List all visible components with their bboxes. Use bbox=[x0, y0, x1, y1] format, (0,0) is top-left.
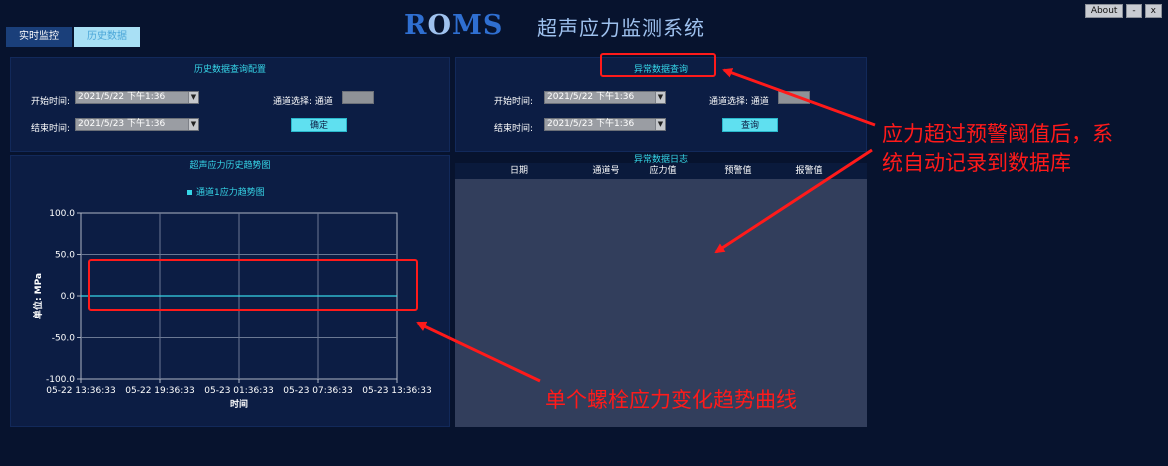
abnormal-query-panel: 异常数据查询 开始时间: 2021/5/22 下午1:36 ▼ 通道选择: 通道… bbox=[455, 57, 867, 152]
about-button[interactable]: About bbox=[1084, 4, 1124, 18]
abnormal-end-time-value: 2021/5/23 下午1:36 bbox=[547, 119, 635, 129]
trend-chart-panel: 超声应力历史趋势图 通道1应力趋势图 100.0 50.0 0.0 -50.0 -100.… bbox=[10, 155, 450, 427]
start-time-value: 2021/5/22 下午1:36 bbox=[78, 92, 166, 102]
annotation-highlight-trend-line bbox=[88, 259, 418, 311]
query-button[interactable]: 查询 bbox=[722, 118, 778, 132]
abnormal-log-title: 异常数据日志 bbox=[633, 155, 688, 165]
app-title: 超声应力监测系统 bbox=[537, 16, 705, 40]
y-tick-label: 0.0 bbox=[61, 292, 76, 302]
roms-logo: ROMS bbox=[404, 10, 504, 41]
channel-select[interactable] bbox=[342, 91, 374, 104]
history-query-title: 历史数据查询配置 bbox=[193, 65, 266, 75]
abnormal-end-time-dropdown[interactable]: 2021/5/23 下午1:36 ▼ bbox=[544, 118, 666, 131]
trend-chart-title: 超声应力历史趋势图 bbox=[189, 161, 271, 171]
x-axis-label: 时间 bbox=[230, 398, 248, 410]
end-time-dropdown[interactable]: 2021/5/23 下午1:36 ▼ bbox=[75, 118, 199, 131]
minimize-button[interactable]: - bbox=[1126, 4, 1142, 18]
y-axis-label: 单位: MPa bbox=[32, 273, 44, 319]
column-header-channel[interactable]: 通道号 bbox=[592, 166, 620, 176]
column-header-alarm[interactable]: 报警值 bbox=[795, 166, 823, 176]
y-tick-label: -50.0 bbox=[52, 334, 76, 344]
close-button[interactable]: x bbox=[1144, 4, 1162, 18]
start-time-label: 开始时间: bbox=[31, 97, 71, 107]
start-time-dropdown[interactable]: 2021/5/22 下午1:36 ▼ bbox=[75, 91, 199, 104]
legend-label: 通道1应力趋势图 bbox=[196, 186, 265, 198]
column-header-stress[interactable]: 应力值 bbox=[649, 166, 677, 176]
x-tick-label: 05-22 13:36:33 bbox=[46, 386, 115, 396]
tab-history-data[interactable]: 历史数据 bbox=[74, 27, 140, 47]
title-bar: ROMS 超声应力监测系统 bbox=[0, 0, 1168, 50]
x-tick-label: 05-23 07:36:33 bbox=[283, 386, 352, 396]
y-tick-label: 100.0 bbox=[49, 209, 75, 219]
annotation-highlight-abnormal-title bbox=[600, 53, 716, 77]
x-tick-label: 05-22 19:36:33 bbox=[125, 386, 194, 396]
trend-chart: 通道1应力趋势图 100.0 50.0 0.0 -50.0 -100.005-22 13:… bbox=[32, 186, 432, 410]
abnormal-start-time-label: 开始时间: bbox=[494, 97, 534, 107]
tab-realtime-monitor[interactable]: 实时监控 bbox=[6, 27, 72, 47]
annotation-text-bottom: 单个螺栓应力变化趋势曲线 bbox=[545, 388, 797, 412]
annotation-text-right-1: 应力超过预警阈值后，系 bbox=[882, 122, 1113, 146]
channel-select-label: 通道选择: 通道 bbox=[273, 97, 333, 107]
annotation-text-right-2: 统自动记录到数据库 bbox=[882, 151, 1071, 175]
column-header-date[interactable]: 日期 bbox=[509, 166, 528, 176]
confirm-button[interactable]: 确定 bbox=[291, 118, 347, 132]
abnormal-query-title: 异常数据查询 bbox=[633, 65, 688, 75]
chevron-down-icon: ▼ bbox=[655, 119, 665, 130]
table-header: 日期 通道号 应力值 预警值 报警值 bbox=[455, 163, 867, 179]
abnormal-start-time-value: 2021/5/22 下午1:36 bbox=[547, 92, 635, 102]
legend-marker bbox=[187, 190, 192, 195]
tab-bar: 实时监控 历史数据 bbox=[6, 27, 140, 47]
y-tick-label: -100.0 bbox=[46, 375, 75, 385]
y-tick-label: 50.0 bbox=[55, 251, 75, 261]
end-time-label: 结束时间: bbox=[31, 124, 71, 134]
x-tick-label: 05-23 13:36:33 bbox=[362, 386, 431, 396]
abnormal-start-time-dropdown[interactable]: 2021/5/22 下午1:36 ▼ bbox=[544, 91, 666, 104]
x-tick-label: 05-23 01:36:33 bbox=[204, 386, 273, 396]
abnormal-end-time-label: 结束时间: bbox=[494, 124, 534, 134]
chevron-down-icon: ▼ bbox=[655, 92, 665, 103]
abnormal-channel-select[interactable] bbox=[778, 91, 810, 104]
end-time-value: 2021/5/23 下午1:36 bbox=[78, 119, 166, 129]
chevron-down-icon: ▼ bbox=[188, 92, 198, 103]
history-query-panel: 历史数据查询配置 开始时间: 2021/5/22 下午1:36 ▼ 通道选择: … bbox=[10, 57, 450, 152]
column-header-warning[interactable]: 预警值 bbox=[724, 166, 752, 176]
abnormal-channel-select-label: 通道选择: 通道 bbox=[709, 97, 769, 107]
window-controls: About - x bbox=[1084, 4, 1162, 18]
chevron-down-icon: ▼ bbox=[188, 119, 198, 130]
